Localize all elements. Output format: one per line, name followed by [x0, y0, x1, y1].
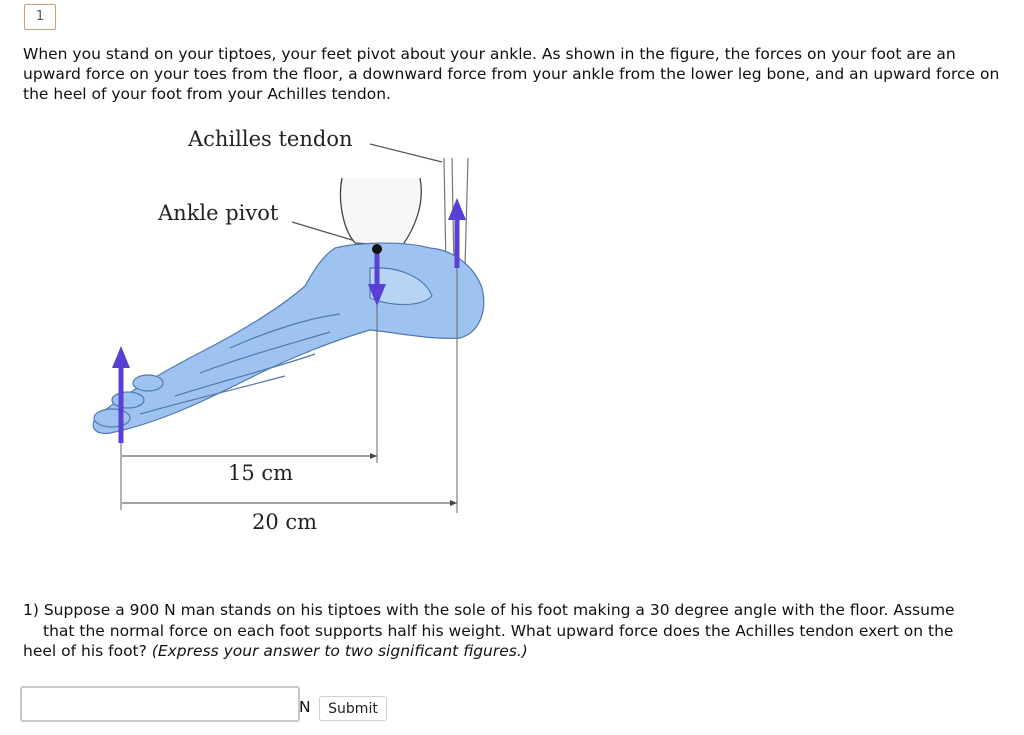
answer-unit: N [299, 698, 311, 716]
submit-button[interactable]: Submit [319, 696, 387, 721]
dimension-15cm-label: 15 cm [228, 461, 293, 485]
toe-force-arrow [112, 346, 130, 443]
intro-text: When you stand on your tiptoes, your fee… [23, 45, 1000, 103]
ankle-pivot-label: Ankle pivot [157, 201, 279, 225]
question-text: 1) Suppose a 900 N man stands on his tip… [23, 600, 993, 662]
dimension-20cm-label: 20 cm [252, 510, 317, 534]
answer-input[interactable] [20, 686, 300, 722]
question-line-1: 1) Suppose a 900 N man stands on his tip… [23, 601, 955, 619]
question-line-3: heel of his foot? (Express your answer t… [23, 641, 993, 662]
foot-diagram: Achilles tendon Ankle pivot [80, 118, 500, 534]
achilles-force-arrow [448, 198, 466, 268]
foot-bones [92, 242, 485, 435]
question-line-2: that the normal force on each foot suppo… [43, 621, 954, 640]
question-instruction: (Express your answer to two significant … [151, 642, 528, 660]
question-line-3-text: heel of his foot? [23, 642, 147, 660]
foot-figure-svg: Achilles tendon Ankle pivot [92, 127, 485, 534]
achilles-tendon-line-3 [464, 157, 469, 267]
question-number-badge: 1 [24, 4, 56, 30]
lower-leg-bone [339, 177, 422, 247]
ankle-pivot-point [372, 244, 382, 254]
achilles-tendon-line [443, 157, 447, 269]
ankle-force-arrow [368, 249, 386, 306]
achilles-tendon-label: Achilles tendon [187, 127, 352, 151]
achilles-leader-line [369, 143, 443, 163]
